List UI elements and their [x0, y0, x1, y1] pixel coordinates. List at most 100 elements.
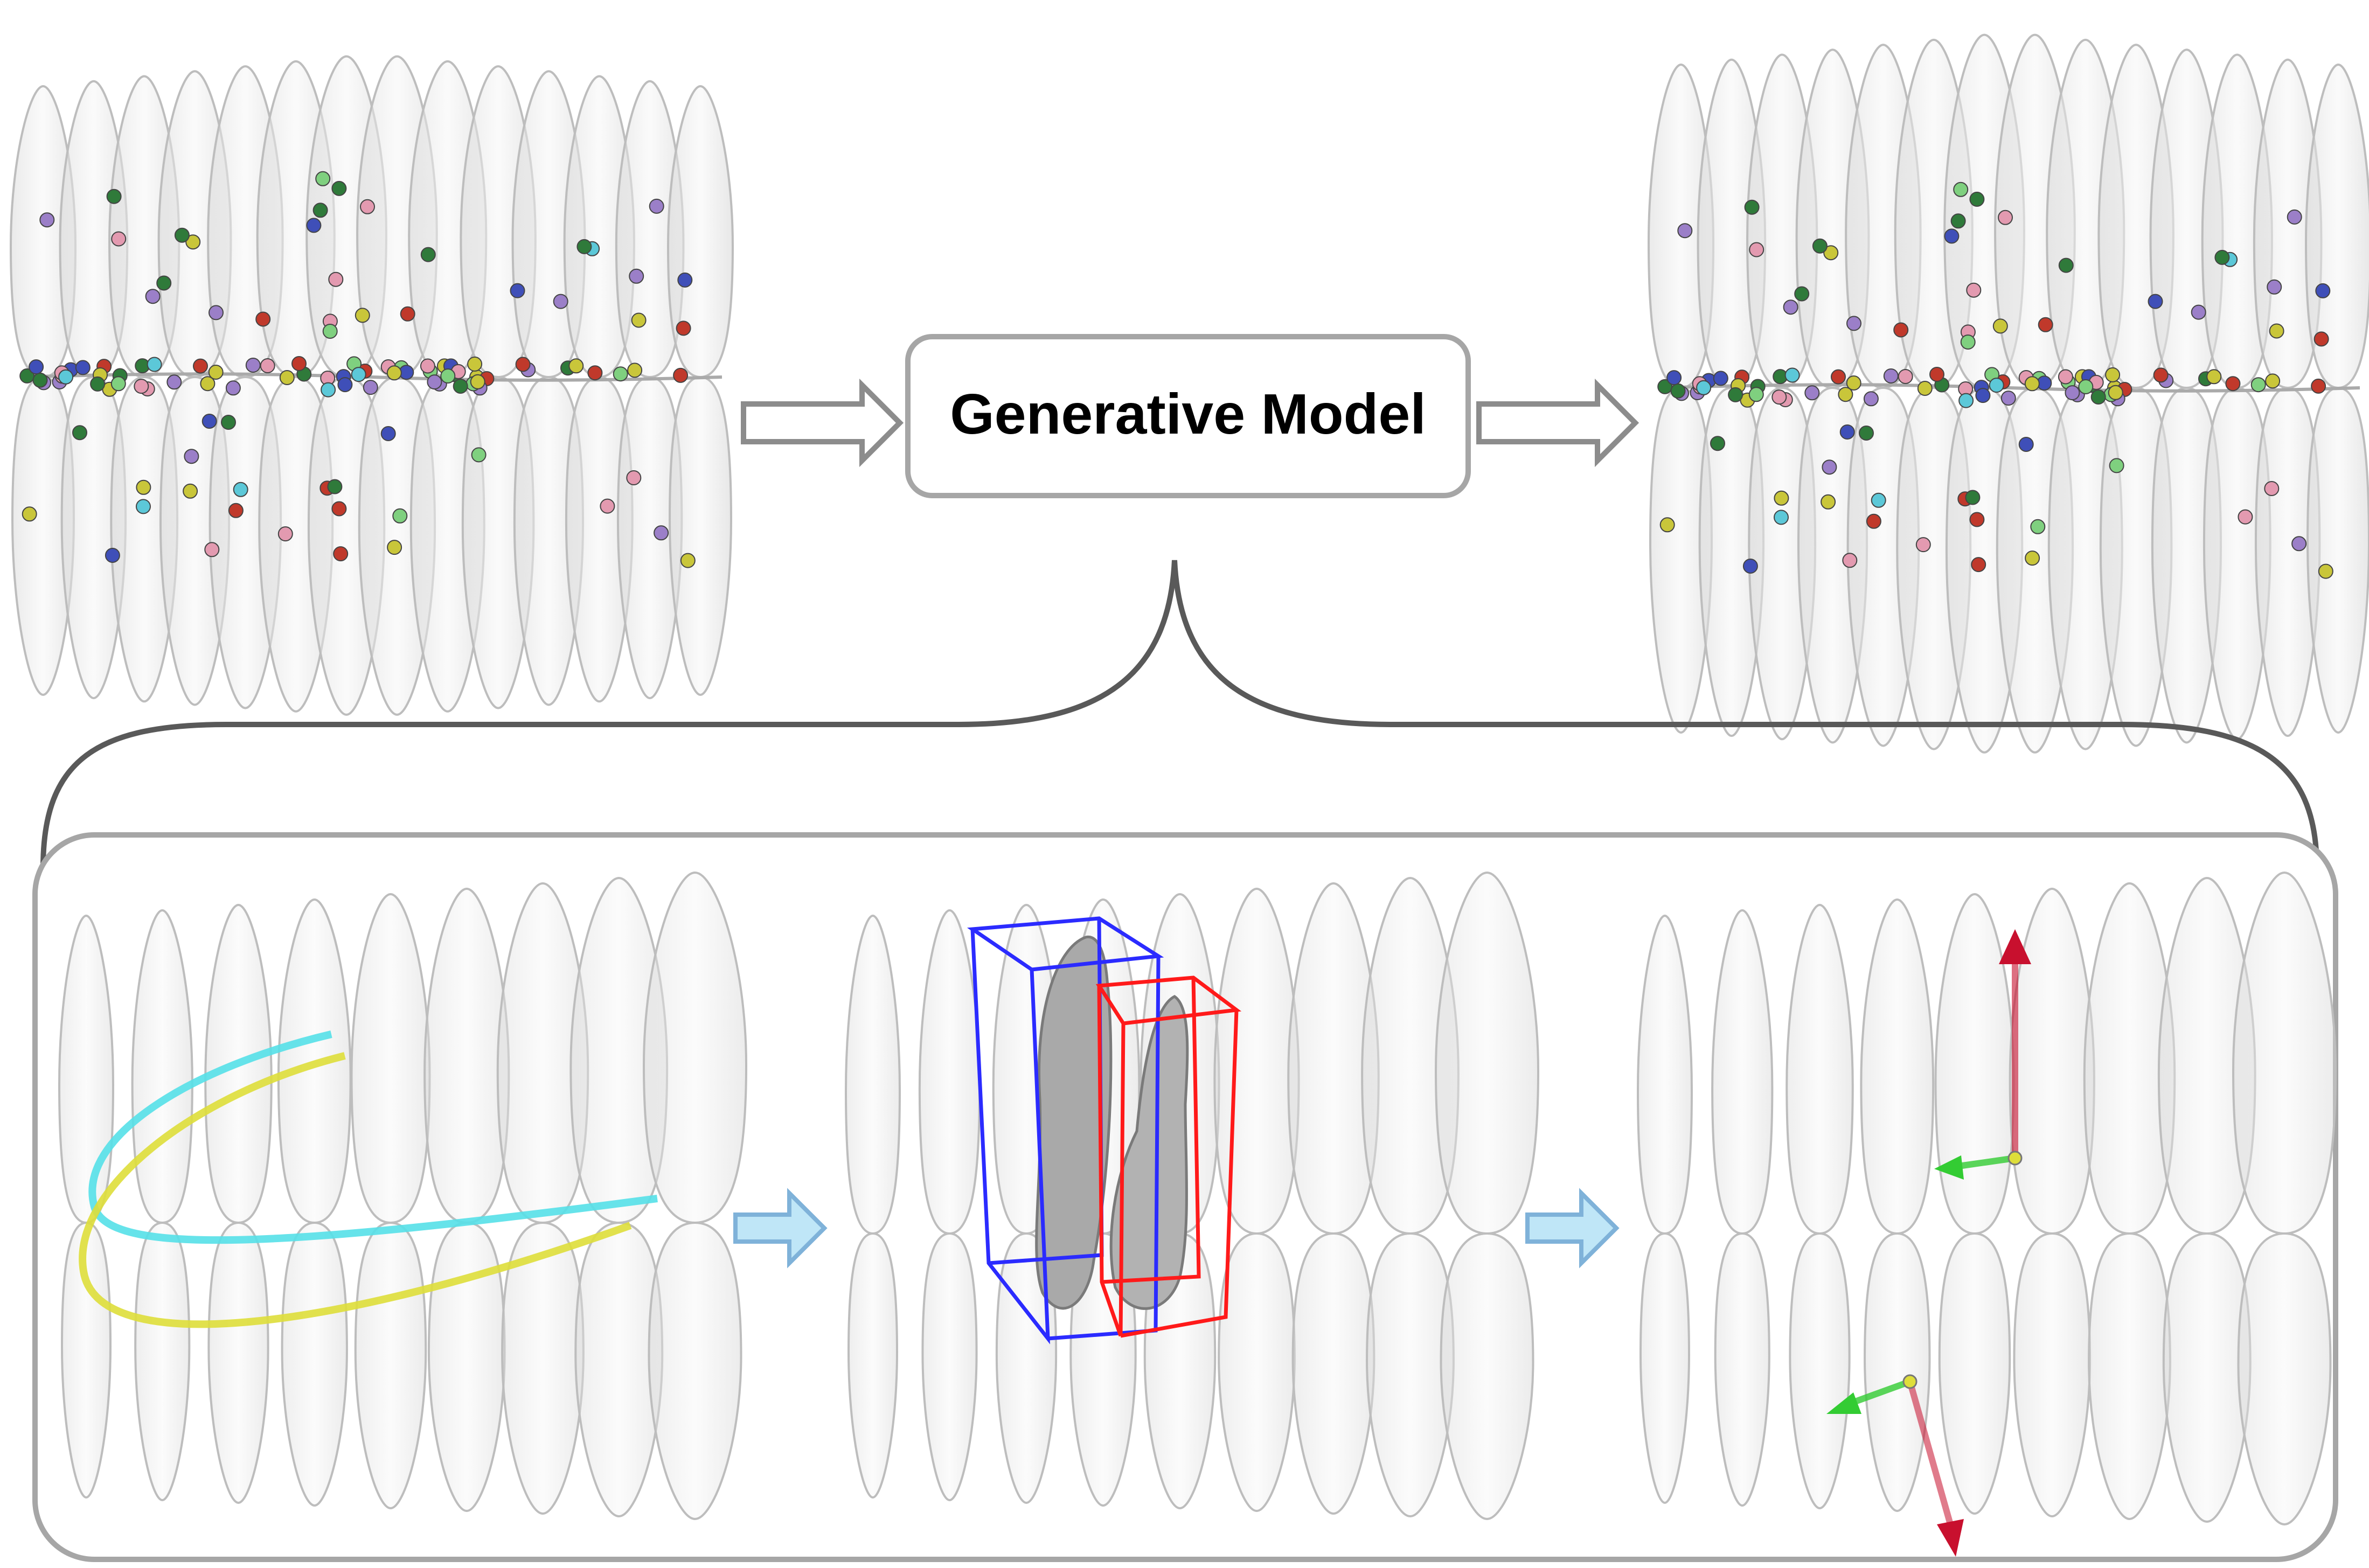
tooth-shape	[2232, 871, 2337, 1235]
tooth-shape	[1860, 898, 1935, 1235]
highlighted-tooth-right	[1109, 995, 1189, 1310]
landmark-point	[322, 324, 338, 339]
tooth-shape	[668, 375, 733, 696]
landmark-point	[72, 425, 87, 441]
lower-tooth-side-axis	[1849, 1378, 1912, 1406]
landmark-point	[200, 376, 216, 392]
landmark-point	[327, 479, 343, 494]
arch-curves	[79, 1030, 658, 1328]
landmark-point	[221, 415, 236, 430]
landmark-point	[2311, 378, 2326, 394]
landmark-point	[105, 548, 120, 563]
landmark-point	[39, 212, 55, 228]
landmark-point	[145, 289, 161, 304]
landmark-point	[568, 358, 584, 374]
red-bounding-box	[1095, 975, 1242, 1338]
landmark-point	[1822, 459, 1837, 475]
landmark-point	[2148, 294, 2163, 309]
landmark-point	[134, 379, 149, 394]
landmark-point	[174, 227, 190, 243]
tooth-shape	[1639, 1232, 1691, 1504]
landmark-point	[2109, 458, 2124, 473]
landmark-point	[111, 231, 127, 247]
landmark-point	[677, 272, 693, 288]
landmark-point	[156, 275, 172, 291]
tooth-shape	[844, 914, 901, 1235]
landmark-point	[1666, 370, 1682, 386]
landmark-point	[1846, 375, 1861, 391]
landmark-point	[1960, 334, 1976, 350]
landmark-point	[1821, 494, 1836, 510]
landmark-point	[183, 483, 198, 499]
tooth-shape	[666, 85, 734, 379]
output-dentition	[1647, 33, 2369, 754]
tooth-shape	[1789, 1232, 1851, 1510]
landmark-point	[2269, 323, 2284, 339]
landmark-point	[676, 320, 691, 336]
landmark-point	[2024, 376, 2040, 392]
landmark-point	[1784, 367, 1800, 383]
landmark-point	[654, 525, 669, 541]
landmark-point	[470, 374, 485, 389]
lower-axis-origin	[1902, 1374, 1918, 1389]
landmark-point	[1812, 238, 1828, 254]
upper-axis-origin	[2007, 1151, 2023, 1166]
landmark-point	[2105, 367, 2121, 382]
landmark-point	[420, 247, 436, 262]
tooth-shape	[1938, 1232, 2011, 1515]
landmark-point	[1804, 385, 1820, 401]
landmark-point	[90, 376, 106, 392]
landmark-point	[136, 479, 151, 495]
landmark-point	[1842, 553, 1858, 568]
landmark-point	[1774, 490, 1789, 506]
light-blue-right-arrow-icon	[733, 1188, 828, 1269]
tooth-shape	[847, 1232, 899, 1499]
landmark-point	[2000, 391, 2016, 406]
landmark-point	[58, 369, 74, 385]
landmark-point	[1958, 393, 1974, 408]
landmark-point	[1883, 368, 1899, 384]
landmark-point	[515, 357, 531, 372]
landmark-point	[136, 499, 151, 514]
hollow-right-arrow-icon	[741, 378, 904, 468]
tooth-shape	[2304, 63, 2369, 389]
landmark-point	[1659, 517, 1675, 533]
landmark-point	[315, 171, 331, 186]
landmark-point	[2265, 373, 2281, 389]
landmark-point	[321, 382, 336, 398]
landmark-point	[386, 365, 402, 381]
landmark-point	[1966, 282, 1982, 298]
curly-brace	[40, 560, 2319, 868]
landmark-point	[2238, 509, 2253, 525]
landmark-point	[387, 540, 402, 555]
landmark-point	[1774, 510, 1789, 525]
landmark-point	[2225, 376, 2241, 392]
landmark-point	[2018, 437, 2034, 452]
axis-panel-teeth	[1636, 871, 2337, 1526]
tooth-shape	[648, 1221, 742, 1521]
light-blue-right-arrow-icon	[1525, 1188, 1620, 1269]
landmark-point	[627, 363, 643, 378]
landmark-point	[2108, 385, 2123, 400]
landmark-point	[1898, 369, 1913, 384]
landmark-point	[1992, 318, 2008, 334]
landmark-point	[279, 370, 295, 385]
landmark-point	[2318, 563, 2333, 579]
landmark-point	[576, 239, 592, 254]
tooth-axis-vectors	[1826, 929, 2031, 1557]
landmark-point	[453, 379, 468, 394]
landmark-point	[629, 268, 644, 284]
landmark-point	[328, 271, 344, 287]
landmark-point	[2058, 257, 2074, 273]
landmark-point	[2030, 519, 2046, 534]
tooth-shape	[1434, 871, 1540, 1235]
landmark-point	[1823, 245, 1839, 261]
landmark-point	[306, 218, 322, 233]
yellow-arch-curve	[79, 1052, 632, 1328]
landmark-point	[553, 294, 568, 309]
landmark-point	[2264, 481, 2280, 496]
tooth-shape	[2237, 1232, 2332, 1526]
landmark-point	[202, 414, 217, 429]
landmark-point	[2065, 385, 2080, 401]
